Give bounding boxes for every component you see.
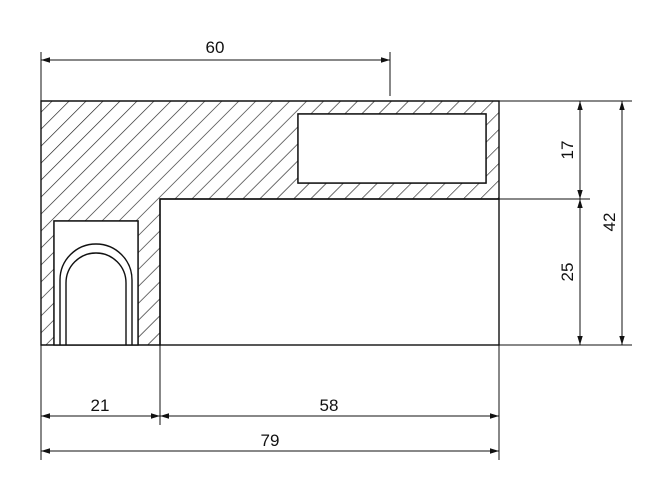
lower-left-cavity bbox=[53, 220, 139, 346]
dim-label-17: 17 bbox=[558, 141, 577, 160]
dim-label-25: 25 bbox=[558, 263, 577, 282]
arch-inner bbox=[65, 252, 127, 345]
dim-label-42: 42 bbox=[600, 213, 619, 232]
dim-label-58: 58 bbox=[320, 396, 339, 415]
dim-label-21: 21 bbox=[91, 396, 110, 415]
arch-outer bbox=[59, 243, 133, 345]
dimension-lines bbox=[41, 57, 625, 454]
dim-label-79: 79 bbox=[261, 431, 280, 450]
open-region bbox=[159, 198, 500, 346]
dim-label-60: 60 bbox=[206, 38, 225, 57]
upper-cavity bbox=[297, 113, 487, 184]
